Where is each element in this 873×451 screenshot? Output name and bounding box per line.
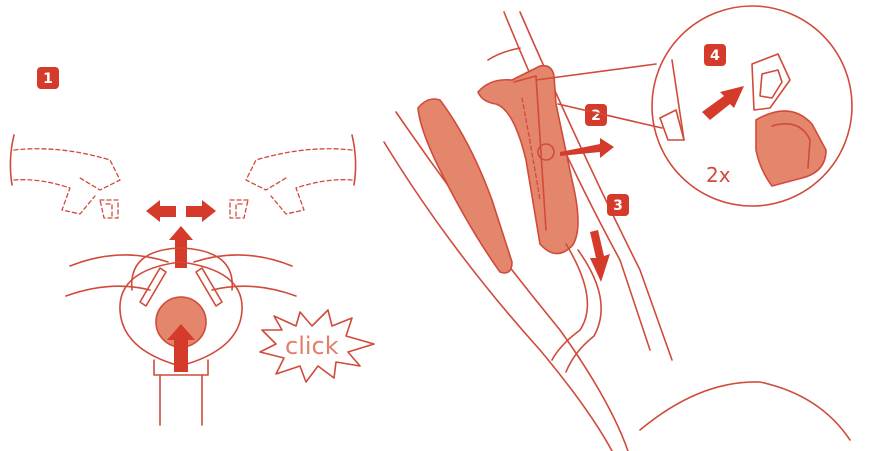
repeat-count: 2x bbox=[706, 163, 731, 187]
unhook-arrow bbox=[702, 86, 744, 120]
left-arrow bbox=[146, 200, 176, 222]
step-3-badge: 3 bbox=[607, 194, 629, 216]
step-3-number: 3 bbox=[613, 198, 623, 214]
step-2-number: 2 bbox=[591, 108, 601, 124]
panel-handlebar-release: 1 bbox=[10, 67, 374, 425]
click-label: click bbox=[285, 332, 339, 360]
pull-out-arrow bbox=[560, 138, 614, 158]
shoulder-pad bbox=[418, 99, 512, 273]
click-burst: click bbox=[260, 310, 374, 382]
step-4-number: 4 bbox=[710, 48, 720, 64]
buckle-strap bbox=[756, 111, 826, 186]
handlebar-dashed-outline bbox=[10, 135, 355, 218]
detail-circle: 4 2x bbox=[652, 6, 852, 206]
spread-arrows bbox=[146, 200, 216, 222]
step-4-badge: 4 bbox=[704, 44, 726, 66]
step-1-number: 1 bbox=[43, 71, 53, 87]
panel-side-clip: 2 3 4 2x bbox=[384, 6, 852, 451]
right-arrow bbox=[186, 200, 216, 222]
step-1-badge: 1 bbox=[37, 67, 59, 89]
